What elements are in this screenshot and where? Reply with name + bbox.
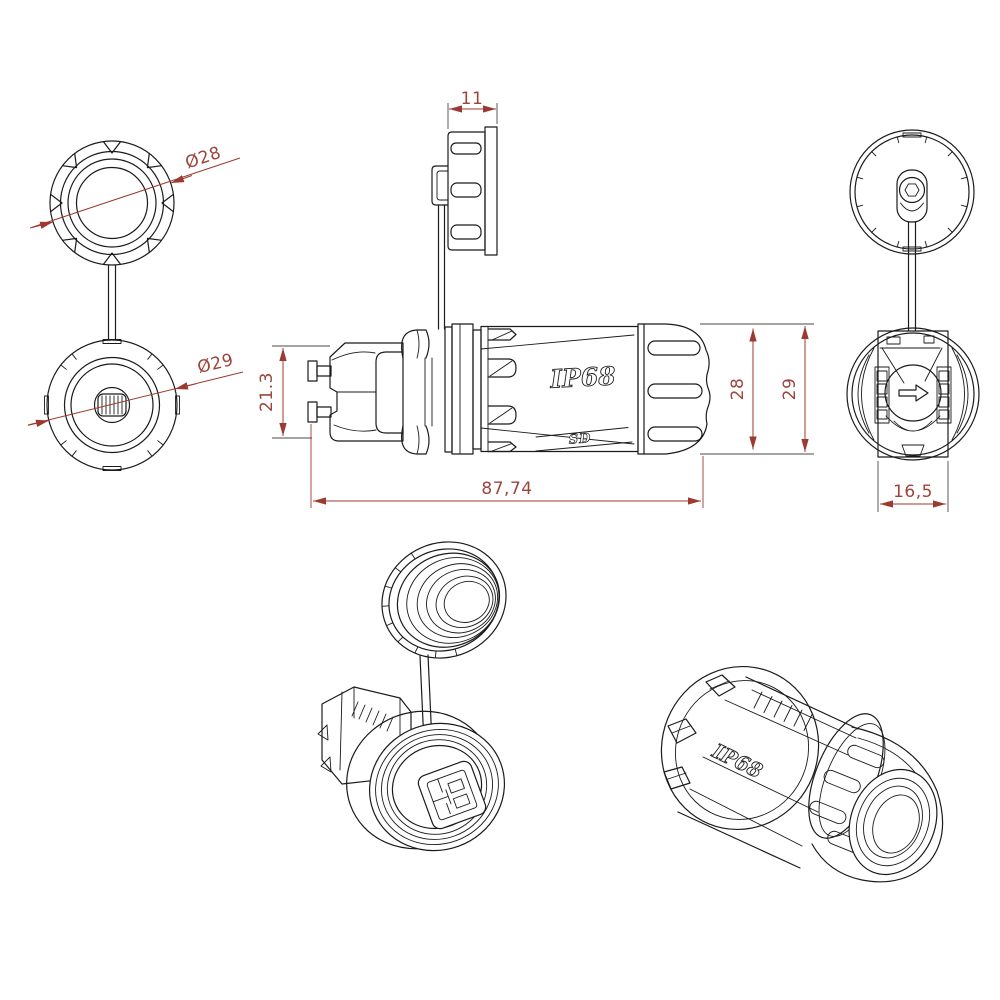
pin-bottom [307, 401, 318, 423]
connector-side-view [307, 323, 711, 455]
ip68-marking-iso: IP68 [708, 738, 766, 783]
orientation-arrow [898, 384, 929, 402]
rj45-jack-face [417, 760, 487, 830]
connector-front-view [846, 327, 980, 461]
cap-strap-side [437, 204, 446, 330]
hex-nut [904, 183, 920, 197]
dim-gland-diameter-label: Ø29 [195, 350, 235, 378]
dimensions-layer: Ø28 Ø29 11 21.3 28 29 87,74 16,5 [27, 89, 949, 512]
dim-cap-thickness-label: 11 [461, 89, 484, 109]
dim-body-diameter-label: 28 [728, 378, 748, 401]
cap-iso-view [381, 541, 507, 789]
rear-strap [907, 221, 917, 331]
cable-gland-grip [97, 393, 127, 417]
dim-plug-height-label: 21.3 [257, 372, 277, 412]
cap-side-view [431, 126, 498, 330]
dim-overall-diameter-label: 29 [780, 378, 800, 401]
dim-face-width-label: 16,5 [893, 482, 933, 502]
cap-strap [107, 264, 117, 341]
dim-cap-diameter-label: Ø28 [183, 143, 224, 174]
brand-logo: SD [568, 431, 592, 448]
ip68-marking-side: IP68 [549, 361, 617, 393]
connector-rear-view [849, 129, 975, 331]
pin-top [307, 360, 318, 382]
dim-overall-length-label: 87,74 [481, 479, 532, 499]
plug-iso-view [317, 686, 506, 852]
cap-front-view [49, 140, 175, 341]
cap-rear-view [44, 339, 180, 471]
body-iso-view [660, 665, 944, 883]
